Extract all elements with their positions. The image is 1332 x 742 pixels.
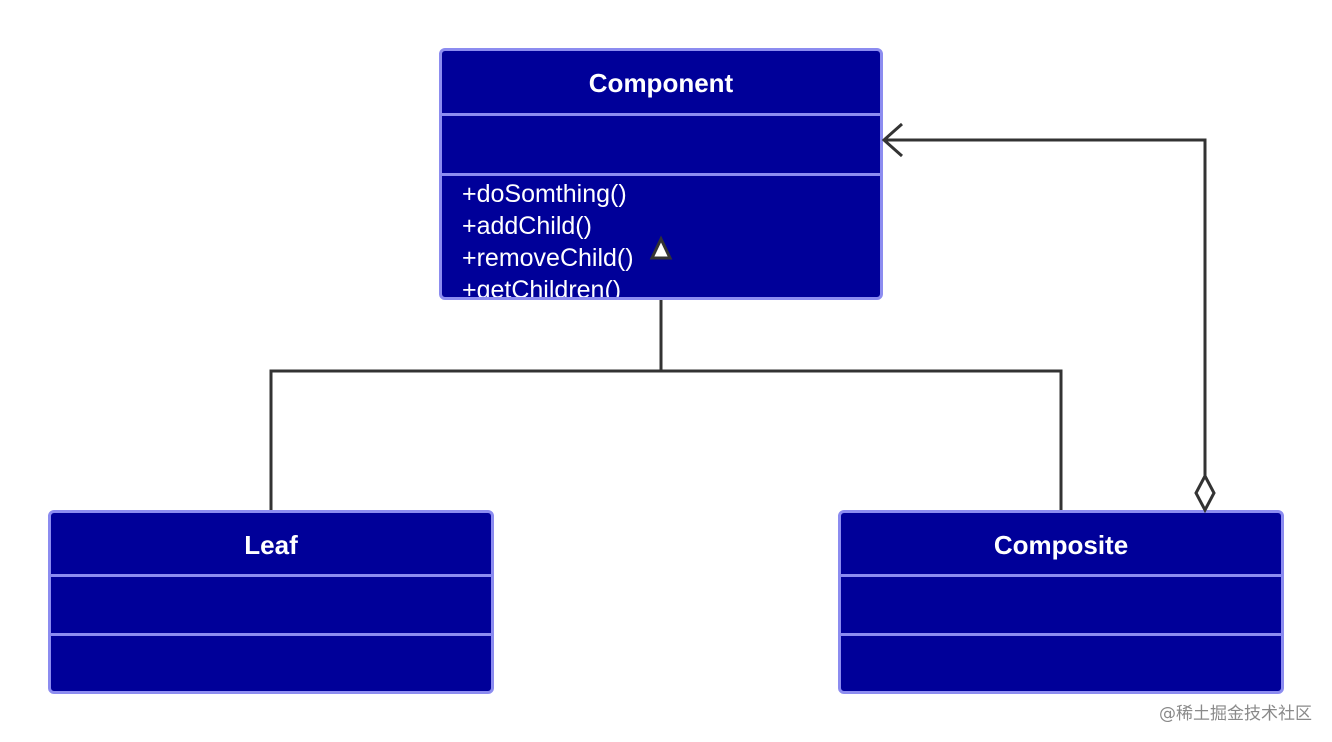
composite-class[interactable]: Composite — [838, 510, 1284, 694]
composite-inheritance-line — [661, 369, 1063, 510]
composite-attributes — [841, 574, 1281, 633]
leaf-inheritance-line — [269, 369, 661, 510]
watermark: @稀土掘金技术社区 — [1159, 704, 1312, 724]
leaf-class-name: Leaf — [244, 530, 298, 560]
method-get-children: +getChildren() — [462, 276, 622, 300]
component-class-name: Component — [588, 68, 734, 98]
method-do-something: +doSomthing() — [462, 180, 627, 208]
leaf-class[interactable]: Leaf — [48, 510, 494, 694]
leaf-attributes — [51, 574, 491, 633]
composite-class-name: Composite — [993, 530, 1129, 560]
method-add-child: +addChild() — [462, 212, 592, 240]
component-methods: +doSomthing() +addChild() +removeChild()… — [442, 173, 880, 297]
component-attributes — [442, 113, 880, 173]
method-remove-child: +removeChild() — [462, 244, 634, 272]
composite-methods — [841, 633, 1281, 691]
leaf-methods — [51, 633, 491, 691]
component-class[interactable]: Component +doSomthing() +addChild() +rem… — [439, 48, 883, 300]
